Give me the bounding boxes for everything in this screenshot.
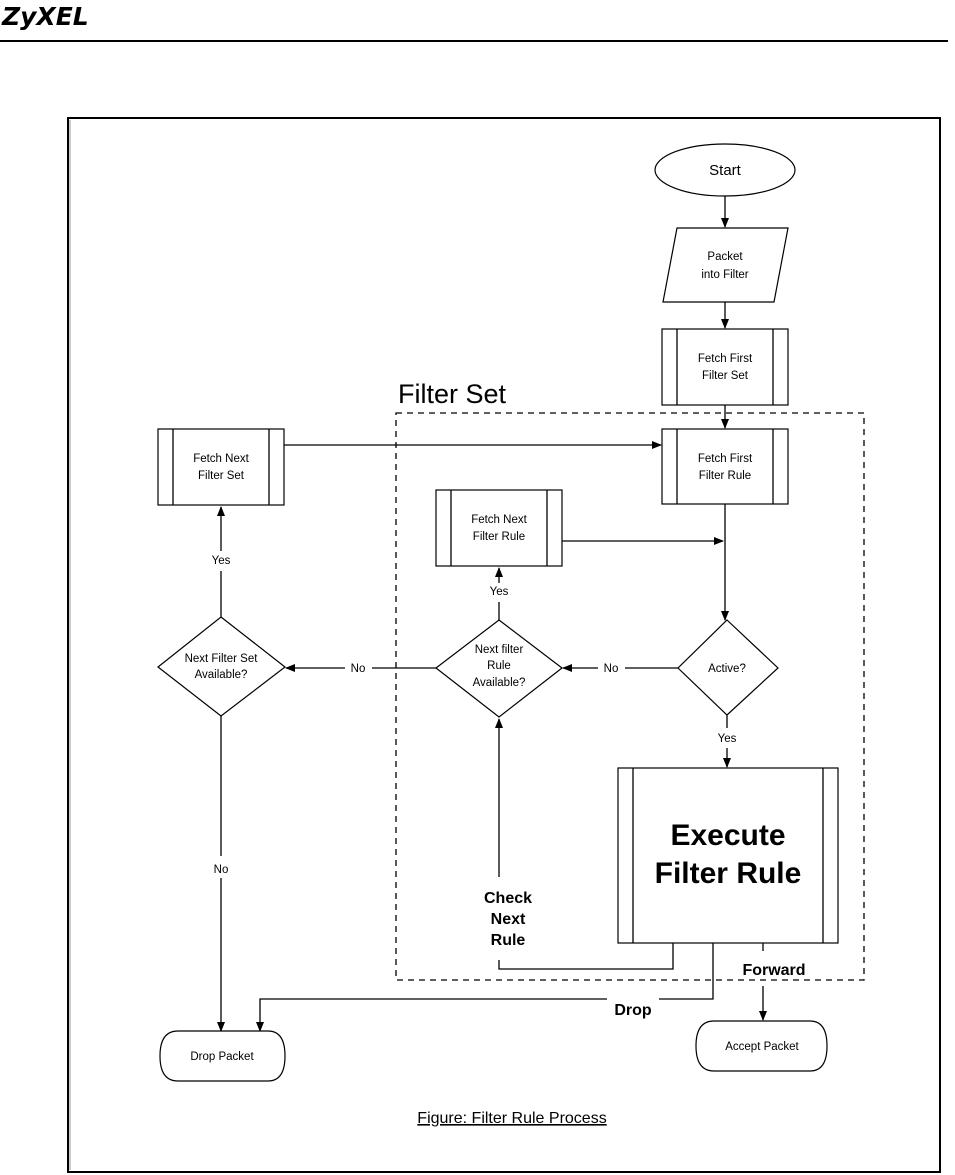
svg-text:Accept Packet: Accept Packet <box>725 1041 799 1053</box>
svg-text:Fetch Next: Fetch Next <box>193 453 249 465</box>
svg-text:Fetch First: Fetch First <box>698 353 753 365</box>
edge-label-set-available-yes: Yes <box>212 555 231 567</box>
svg-text:Next filter: Next filter <box>475 644 524 656</box>
node-fetch-first-filter-rule: Fetch First Filter Rule <box>661 428 789 505</box>
edge-drop <box>659 943 714 1000</box>
svg-text:Fetch Next: Fetch Next <box>471 514 527 526</box>
edge-check-next-rule <box>498 943 674 970</box>
svg-text:Filter Set: Filter Set <box>702 370 749 382</box>
header-divider <box>0 40 948 42</box>
edge-label-check-next-rule-0: Check <box>484 890 532 907</box>
edge-label-check-next-rule-2: Rule <box>491 932 526 949</box>
edge-drop-arrow <box>256 998 607 1032</box>
svg-text:Fetch First: Fetch First <box>698 453 753 465</box>
svg-text:Filter Rule: Filter Rule <box>699 470 751 482</box>
svg-text:Packet: Packet <box>707 251 743 263</box>
node-execute-filter-rule: Execute Filter Rule <box>617 767 839 944</box>
svg-text:Active?: Active? <box>708 663 746 675</box>
node-next-set-available-decision: Next Filter Set Available? <box>157 616 286 717</box>
svg-text:Filter Set: Filter Set <box>198 470 245 482</box>
filter-set-region <box>395 412 865 981</box>
svg-text:Filter Rule: Filter Rule <box>655 857 802 890</box>
node-next-rule-available-decision: Next filter Rule Available? <box>435 619 563 718</box>
node-fetch-first-filter-set: Fetch First Filter Set <box>661 328 789 406</box>
node-accept-packet: Accept Packet <box>695 1020 828 1072</box>
svg-text:Next Filter Set: Next Filter Set <box>185 653 259 665</box>
svg-text:Rule: Rule <box>487 660 511 672</box>
edge-label-forward: Forward <box>742 962 805 979</box>
edge-label-set-available-no: No <box>214 864 229 876</box>
node-fetch-next-filter-set: Fetch Next Filter Set <box>157 428 285 506</box>
filter-set-region-label: Filter Set <box>398 379 507 409</box>
svg-text:Start: Start <box>709 162 742 179</box>
svg-text:Filter Rule: Filter Rule <box>473 531 525 543</box>
edge-label-check-next-rule-1: Next <box>491 911 526 928</box>
edge-label-active-yes: Yes <box>718 733 737 745</box>
node-drop-packet: Drop Packet <box>159 1030 286 1082</box>
brand-logo: ZyXEL <box>2 2 89 31</box>
edge-label-rule-available-yes: Yes <box>490 586 509 598</box>
edge-label-drop: Drop <box>614 1002 652 1019</box>
svg-text:Execute: Execute <box>670 819 785 852</box>
svg-text:Drop Packet: Drop Packet <box>190 1051 254 1063</box>
svg-text:into Filter: into Filter <box>701 269 748 281</box>
figure-caption: Figure: Filter Rule Process <box>417 1110 606 1127</box>
svg-text:Available?: Available? <box>473 677 526 689</box>
node-packet-into-filter: Packet into Filter <box>662 227 789 303</box>
node-fetch-next-filter-rule: Fetch Next Filter Rule <box>435 489 563 567</box>
node-start: Start <box>654 143 796 197</box>
edge-label-rule-available-no: No <box>351 663 366 675</box>
edge-label-active-no: No <box>604 663 619 675</box>
svg-text:Available?: Available? <box>195 669 248 681</box>
